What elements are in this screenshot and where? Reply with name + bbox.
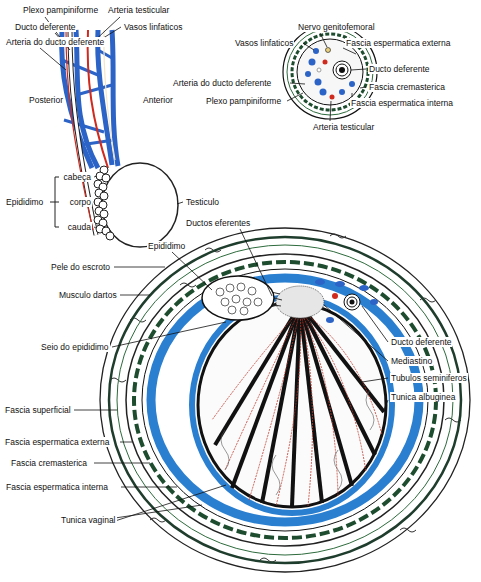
part-label: Tubulos seminiferos (390, 373, 468, 383)
part-label: Testiculo (185, 197, 220, 207)
part-label: Arteria do ducto deferente (5, 37, 105, 47)
part-label: Ducto deferente (390, 337, 452, 347)
part-label: Vasos linfaticos (234, 38, 294, 48)
part-label: Tunica albuginea (390, 392, 456, 402)
part-label: Arteria testicular (107, 5, 170, 15)
part-label: Seio do epididimo (40, 342, 110, 352)
part-label: Arteria do ducto deferente (172, 78, 272, 88)
part-label: Fascia espermatica interna (350, 98, 454, 108)
part-label: cabeça (63, 172, 92, 182)
part-label: Pele do escroto (50, 262, 111, 272)
part-label: Ductos eferentes (185, 218, 251, 228)
part-label: Musculo dartos (58, 290, 118, 300)
part-label: Epididimo (147, 241, 186, 251)
part-label: cauda (67, 222, 92, 232)
part-label: Posterior (28, 95, 64, 105)
part-label: Fascia cremasterica (10, 458, 88, 468)
part-label: Fascia espermatica interna (5, 482, 109, 492)
part-label: Epididimo (5, 197, 44, 207)
part-label: Mediastino (390, 356, 433, 366)
part-label: Plexo pampiniforme (205, 96, 282, 106)
testis-figure (94, 163, 178, 247)
part-label: Anterior (142, 95, 174, 105)
part-label: Vasos linfaticos (123, 22, 183, 32)
part-label: Nervo genitofemoral (297, 22, 376, 32)
part-label: Ducto deferente (368, 64, 430, 74)
part-label: Fascia espermatica externa (4, 437, 110, 447)
part-label: Arteria testicular (312, 122, 375, 132)
part-label: Plexo pampiniforme (22, 5, 99, 15)
scrotum-section (100, 228, 470, 572)
bracket (50, 177, 59, 227)
part-label: Fascia espermatica externa (345, 38, 451, 48)
part-label: corpo (69, 197, 92, 207)
part-label: Fascia cremasterica (368, 82, 446, 92)
part-label: Ducto deferente (14, 22, 76, 32)
part-label: Fascia superficial (4, 405, 72, 415)
part-label: Tunica vaginal (60, 515, 117, 525)
